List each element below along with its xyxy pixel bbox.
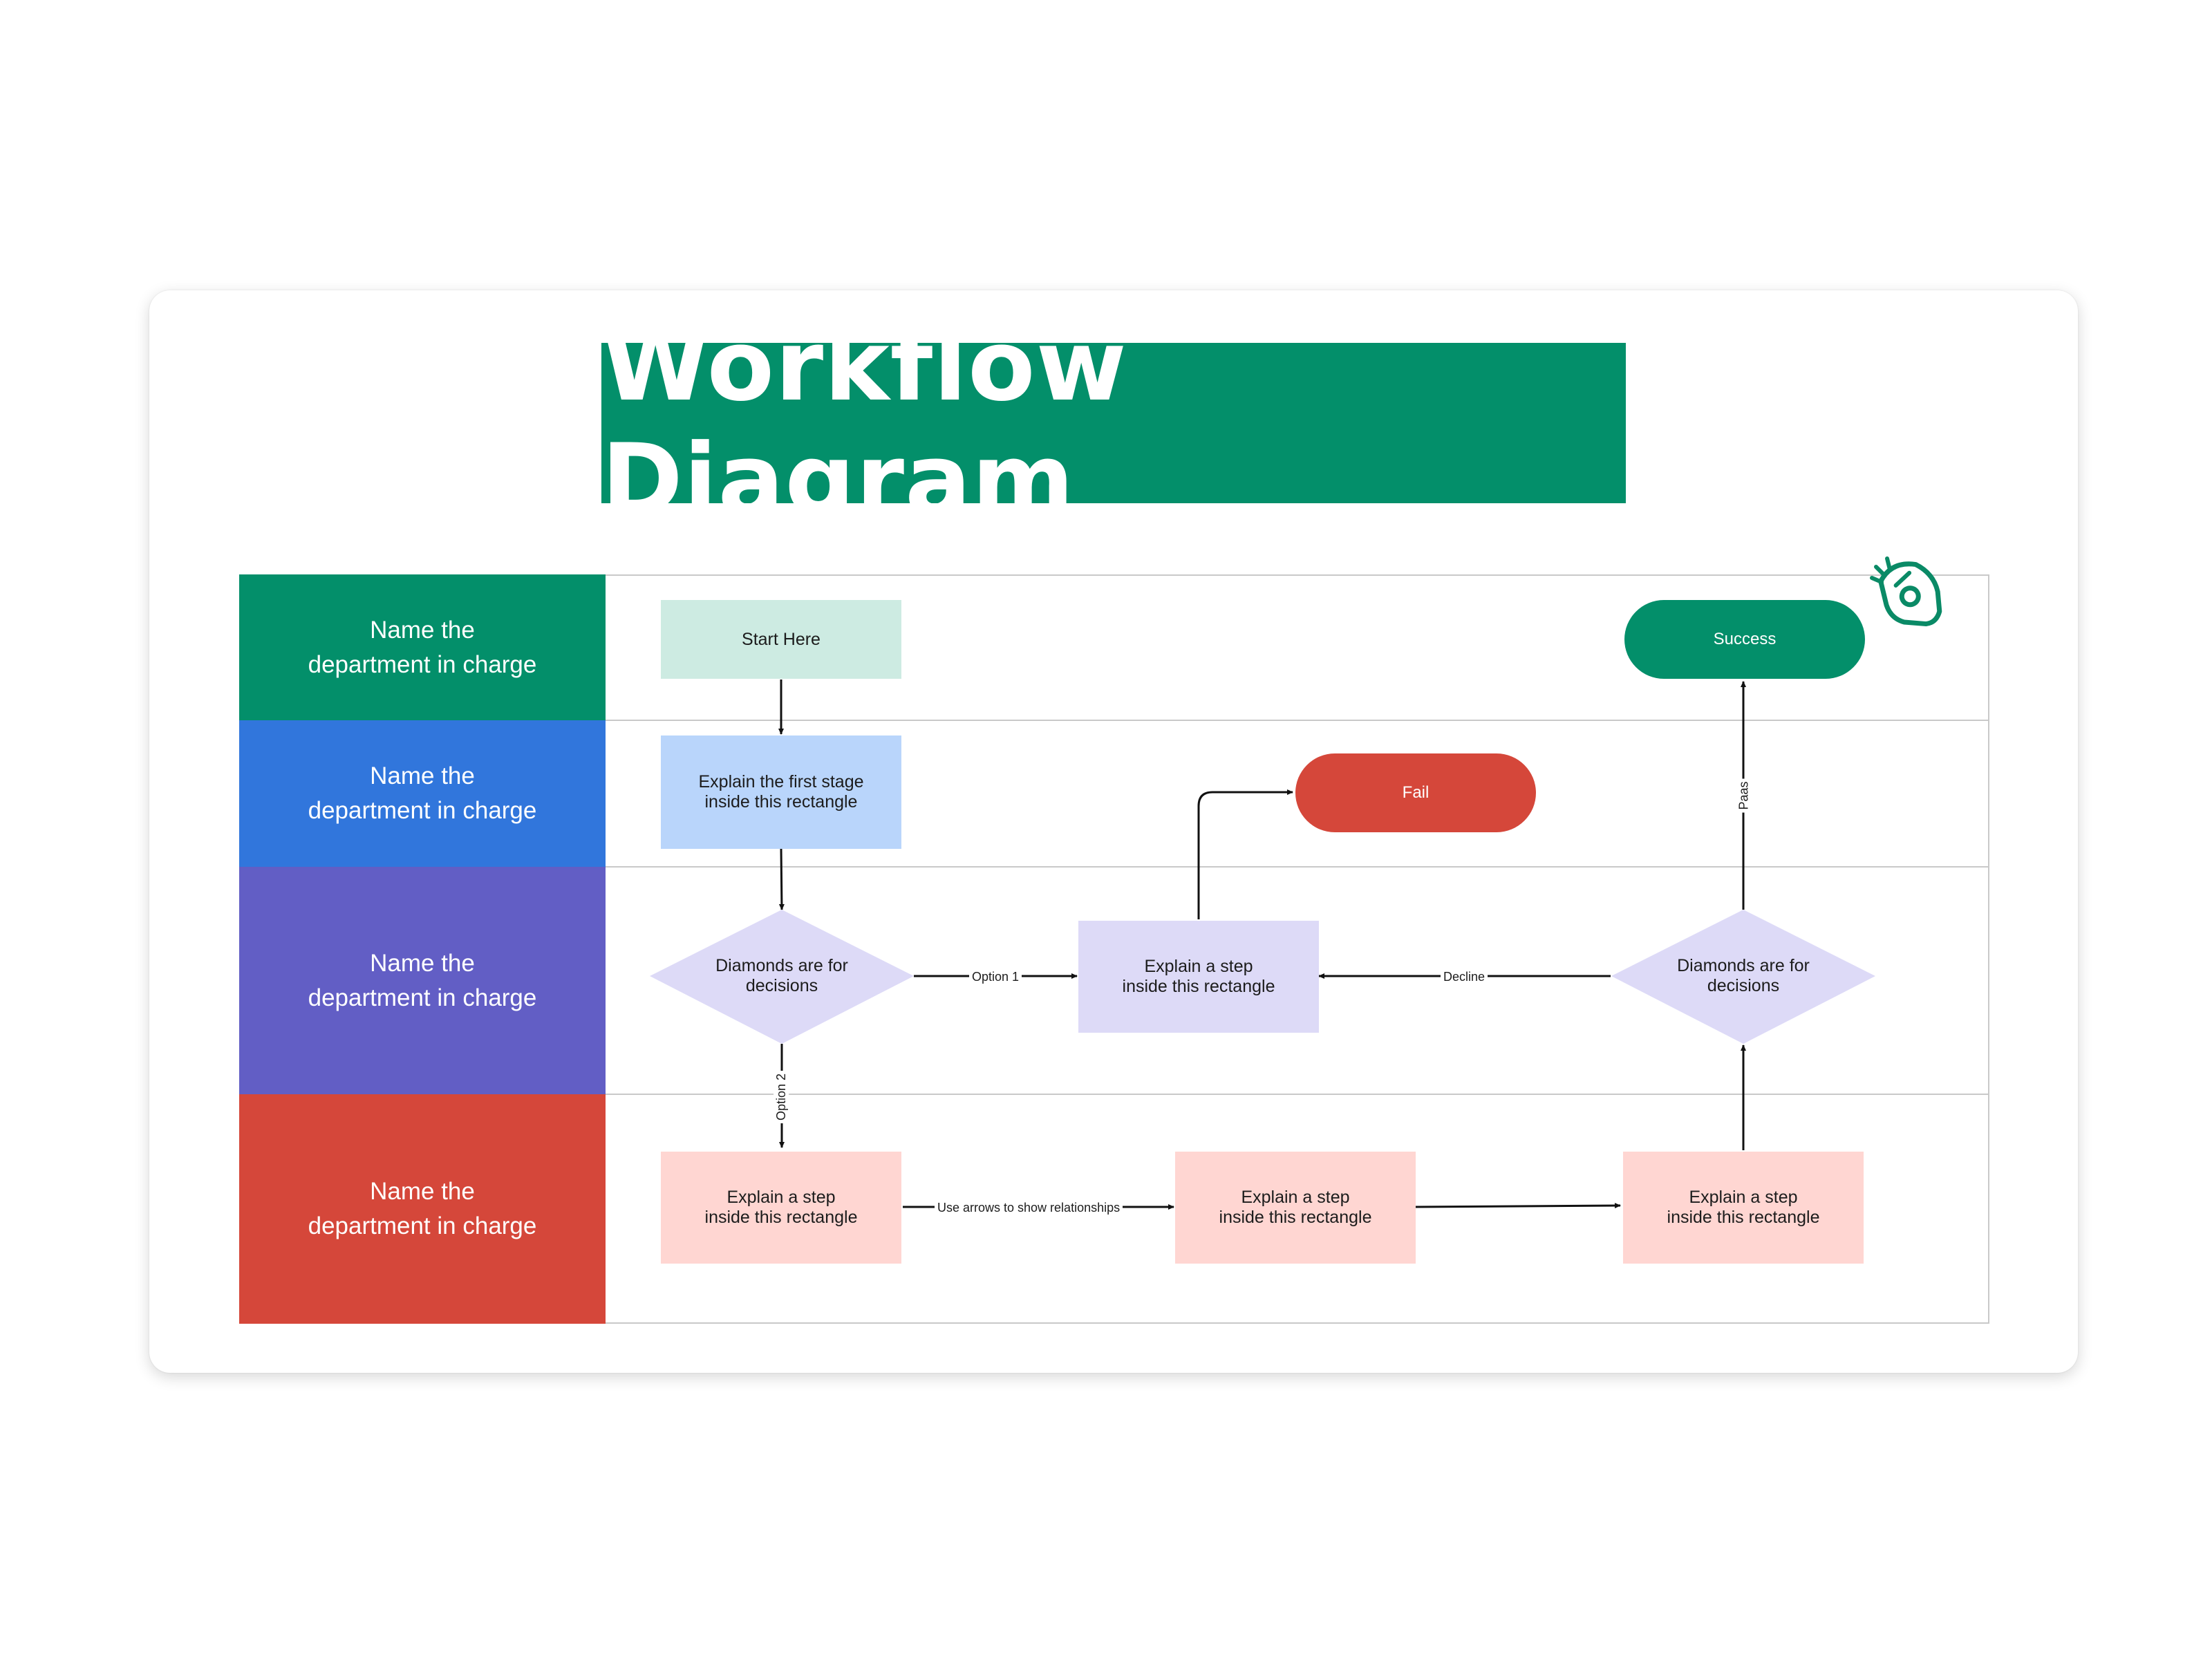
start-node: Start Here	[661, 600, 901, 679]
bottom-step-1-node: Explain a step inside this rectangle	[661, 1152, 901, 1264]
decision-left-diamond	[650, 910, 914, 1044]
pass-label: Paas	[1736, 778, 1752, 813]
arrow-stage-to-decision	[778, 848, 785, 910]
bottom-step-2-node: Explain a step inside this rectangle	[1175, 1152, 1416, 1264]
relationships-label: Use arrows to show relationships	[935, 1200, 1123, 1215]
lane-separator	[606, 866, 1989, 868]
lane-1-label: Name the department in charge	[239, 574, 606, 720]
fail-node: Fail	[1295, 753, 1536, 832]
gesture-hand-icon	[1864, 547, 1958, 641]
option1-label: Option 1	[969, 969, 1022, 984]
lane-separator	[606, 720, 1989, 721]
middle-step-node: Explain a step inside this rectangle	[1078, 921, 1319, 1033]
arrow-step-to-fail	[1197, 789, 1293, 919]
decline-label: Decline	[1441, 969, 1488, 984]
title-banner: Workflow Diagram	[601, 309, 1626, 537]
decision-right-diamond	[1611, 910, 1875, 1044]
arrow-bottom-2-to-3	[1415, 1203, 1621, 1209]
lane-2-label: Name the department in charge	[239, 720, 606, 867]
option2-label: Option 2	[774, 1070, 789, 1124]
decision-right-label: Diamonds are for decisions	[1677, 956, 1810, 995]
success-node: Success	[1624, 600, 1865, 679]
diagram-title: Workflow Diagram	[601, 309, 1127, 537]
bottom-step-3-node: Explain a step inside this rectangle	[1623, 1152, 1864, 1264]
lane-separator	[606, 1094, 1989, 1095]
lane-4-label: Name the department in charge	[239, 1094, 606, 1324]
decision-left-label: Diamonds are for decisions	[715, 956, 848, 995]
lane-3-label: Name the department in charge	[239, 867, 606, 1094]
first-stage-node: Explain the first stage inside this rect…	[661, 735, 901, 849]
